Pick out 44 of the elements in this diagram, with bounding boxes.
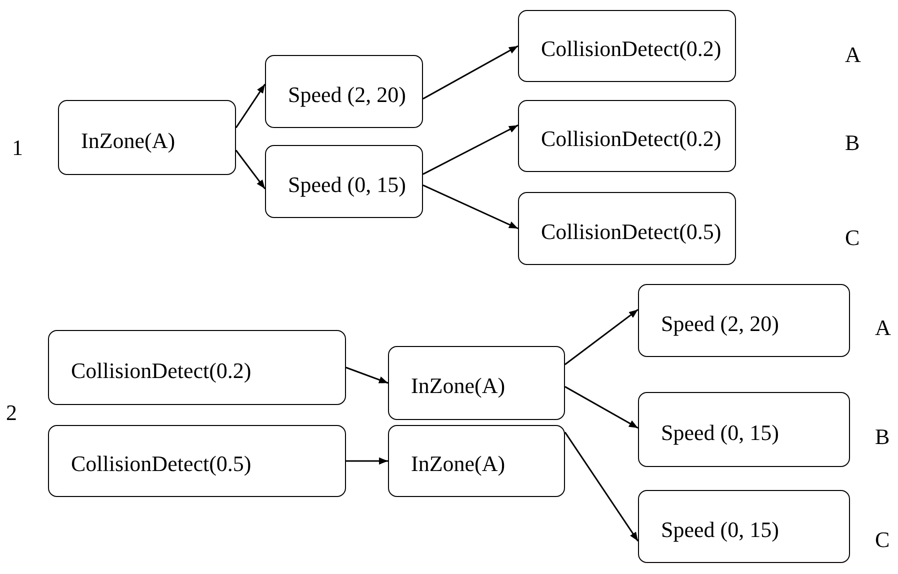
arrow — [346, 457, 388, 465]
arrow — [422, 45, 518, 100]
row-label: C — [845, 225, 860, 251]
node-label: CollisionDetect(0.2) — [71, 358, 252, 384]
process-box — [638, 284, 850, 357]
node-label: Speed (2, 20) — [288, 82, 406, 108]
process-box — [518, 100, 736, 172]
arrow — [422, 124, 518, 175]
process-box — [48, 425, 346, 497]
arrow — [564, 308, 638, 366]
process-box — [518, 10, 736, 82]
node-label: Speed (0, 15) — [288, 172, 406, 198]
arrow — [564, 432, 639, 542]
node-label: CollisionDetect(0.2) — [541, 36, 722, 62]
arrow — [346, 366, 388, 384]
process-box — [48, 330, 346, 405]
process-box — [518, 192, 736, 265]
node-label: Speed (2, 20) — [661, 310, 779, 336]
row-label: B — [845, 130, 860, 156]
node-label: Speed (0, 15) — [661, 516, 779, 542]
row-label: C — [875, 527, 890, 553]
row-label: B — [875, 424, 890, 450]
arrow — [235, 150, 266, 190]
process-box — [58, 100, 236, 175]
step-number: 1 — [12, 135, 23, 161]
node-label: CollisionDetect(0.2) — [541, 126, 722, 152]
process-box — [388, 425, 565, 497]
step-number: 2 — [6, 400, 17, 426]
process-box — [388, 346, 565, 420]
process-box — [265, 145, 423, 218]
node-label: CollisionDetect(0.5) — [71, 451, 252, 477]
node-label: InZone(A) — [81, 128, 176, 154]
process-box — [638, 490, 850, 563]
process-box — [638, 392, 850, 467]
process-box — [265, 55, 423, 128]
arrow — [235, 84, 266, 128]
node-label: Speed (0, 15) — [661, 420, 779, 446]
arrow — [564, 386, 638, 429]
node-label: InZone(A) — [411, 373, 506, 399]
node-label: InZone(A) — [411, 451, 506, 477]
node-label: CollisionDetect(0.5) — [541, 218, 722, 244]
arrow — [422, 184, 518, 230]
row-label: A — [875, 315, 891, 341]
row-label: A — [845, 42, 861, 68]
